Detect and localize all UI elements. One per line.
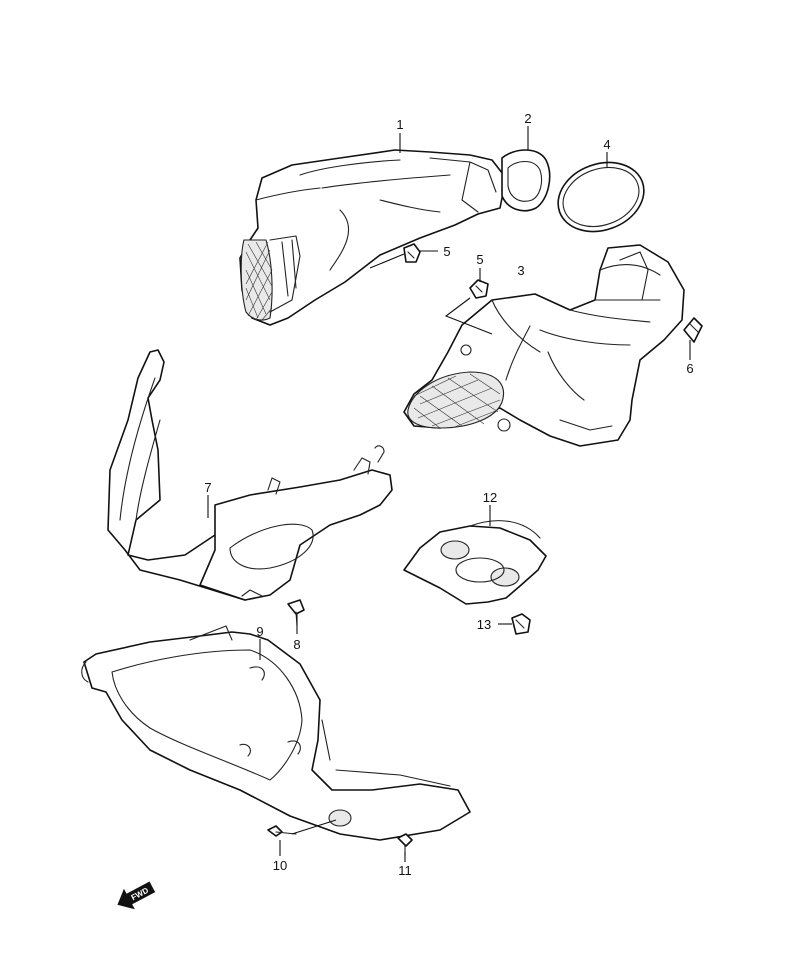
part-9-lower-cowling: [81, 625, 471, 841]
part-10-pin: [267, 825, 297, 837]
part-1-air-duct-right: [239, 149, 507, 326]
callout-7: 7: [204, 480, 211, 495]
part-8-push-rivet: [287, 599, 305, 627]
part-7-inner-panel: [107, 349, 393, 601]
part-2-duct-collar: [501, 149, 551, 212]
callout-8: 8: [293, 637, 300, 652]
fwd-arrow-icon: FWD: [117, 881, 156, 910]
callout-6: 6: [686, 361, 693, 376]
callout-1: 1: [396, 117, 403, 132]
callout-labels: 1 2 3 4 5 5 6 7 8 9 10 11 12 13: [204, 111, 693, 878]
callout-11: 11: [398, 863, 412, 878]
callout-2: 2: [524, 111, 531, 126]
leader-lines: [207, 126, 691, 862]
part-11-screw: [397, 833, 413, 857]
callout-5b: 5: [476, 252, 483, 267]
callout-10: 10: [273, 858, 287, 873]
part-12-heat-shield: [403, 520, 547, 605]
part-3-air-duct-left: [403, 244, 685, 447]
part-13-bolt: [511, 613, 531, 635]
mesh-grille-icon: [413, 373, 501, 429]
callout-3: 3: [517, 263, 524, 278]
callout-13: 13: [477, 617, 491, 632]
callout-5a: 5: [443, 244, 450, 259]
part-6-grommet: [683, 317, 703, 343]
part-5-screw-a: [403, 243, 421, 263]
callout-12: 12: [483, 490, 497, 505]
part-4-clamp-ring: [557, 161, 645, 233]
part-5-screw-b: [469, 279, 489, 299]
callout-4: 4: [603, 137, 610, 152]
mesh-grille-icon: [245, 241, 273, 321]
callout-9: 9: [256, 624, 263, 639]
